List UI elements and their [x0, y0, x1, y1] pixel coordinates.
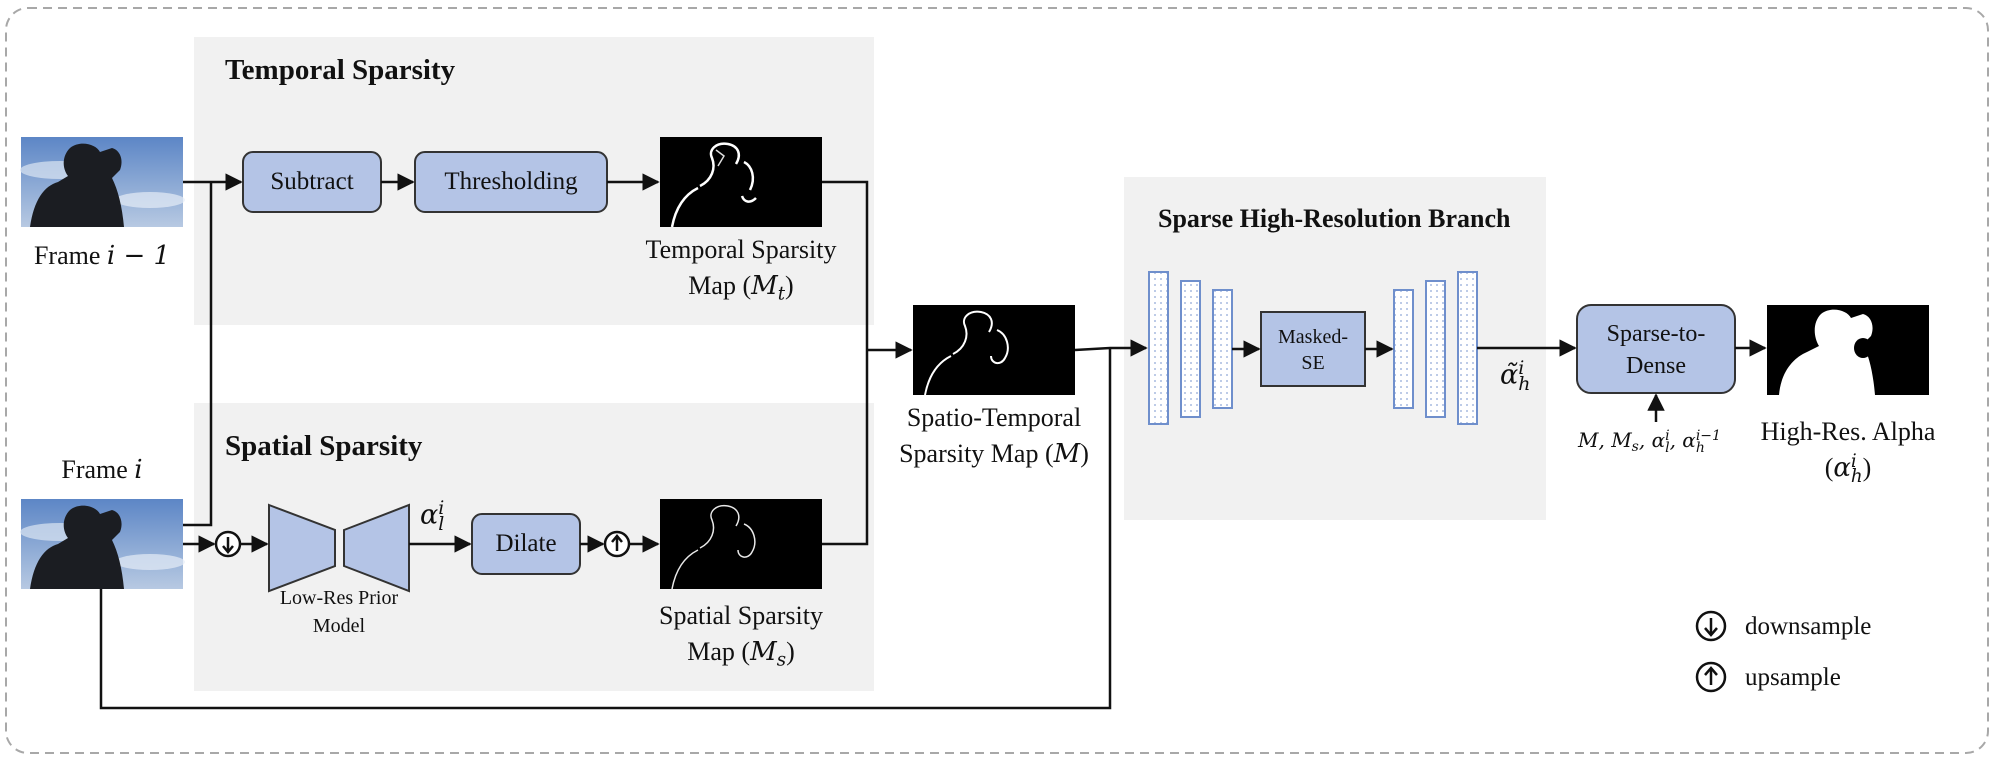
sparse-to-dense-label: Sparse-to-Dense — [1606, 321, 1706, 379]
frame-cur-image — [20, 499, 185, 589]
encoder-trapezoid — [268, 503, 336, 593]
spatiotemporal-map-label: Spatio-Temporal Sparsity Map (M) — [899, 403, 1089, 469]
temporal-sparsity-title: Temporal Sparsity — [225, 54, 456, 86]
subtract-label: Subtract — [270, 168, 354, 195]
temporal-map-label: Temporal Sparsity Map (Mt) — [645, 235, 837, 305]
masked-se-label: Masked-SE — [1278, 326, 1348, 374]
frame-prev-label: Frame i − 1 — [33, 241, 171, 271]
temporal-map-to-merge — [822, 180, 869, 350]
alpha-output-image — [1767, 305, 1929, 395]
feature-map — [1425, 280, 1446, 418]
outer-frame — [5, 7, 1989, 754]
spatial-map-image — [660, 499, 822, 590]
spatiotemporal-map-image — [913, 305, 1075, 396]
downsample-icon — [214, 530, 242, 558]
frame-cur-skip-connection — [99, 348, 1112, 710]
feature-map — [1393, 289, 1414, 409]
feature-map — [1457, 271, 1478, 425]
sparse-branch-title: Sparse High-Resolution Branch — [1158, 204, 1511, 233]
feature-map — [1180, 280, 1201, 418]
masked-se-block — [1260, 311, 1366, 387]
upsample-icon — [603, 530, 631, 558]
frame-cur-to-subtract — [183, 182, 213, 527]
legend-upsample-label: upsample — [1745, 664, 1841, 691]
frame-cur-label: Frame i — [61, 455, 143, 485]
thresholding-label: Thresholding — [444, 168, 578, 195]
legend-upsample-icon — [1695, 661, 1727, 693]
spatial-map-to-merge — [822, 350, 869, 546]
legend-downsample-icon — [1695, 610, 1727, 642]
spatial-map-label: Spatial Sparsity Map (Ms) — [659, 601, 823, 671]
decoder-trapezoid — [343, 503, 410, 593]
frame-prev-image — [20, 137, 185, 227]
feature-map — [1212, 289, 1233, 409]
spatial-sparsity-title: Spatial Sparsity — [225, 430, 423, 462]
feature-map — [1148, 271, 1169, 425]
temporal-map-image — [660, 137, 822, 228]
dilate-label: Dilate — [495, 530, 557, 557]
legend-downsample-label: downsample — [1745, 613, 1872, 640]
connectors — [99, 173, 1767, 710]
